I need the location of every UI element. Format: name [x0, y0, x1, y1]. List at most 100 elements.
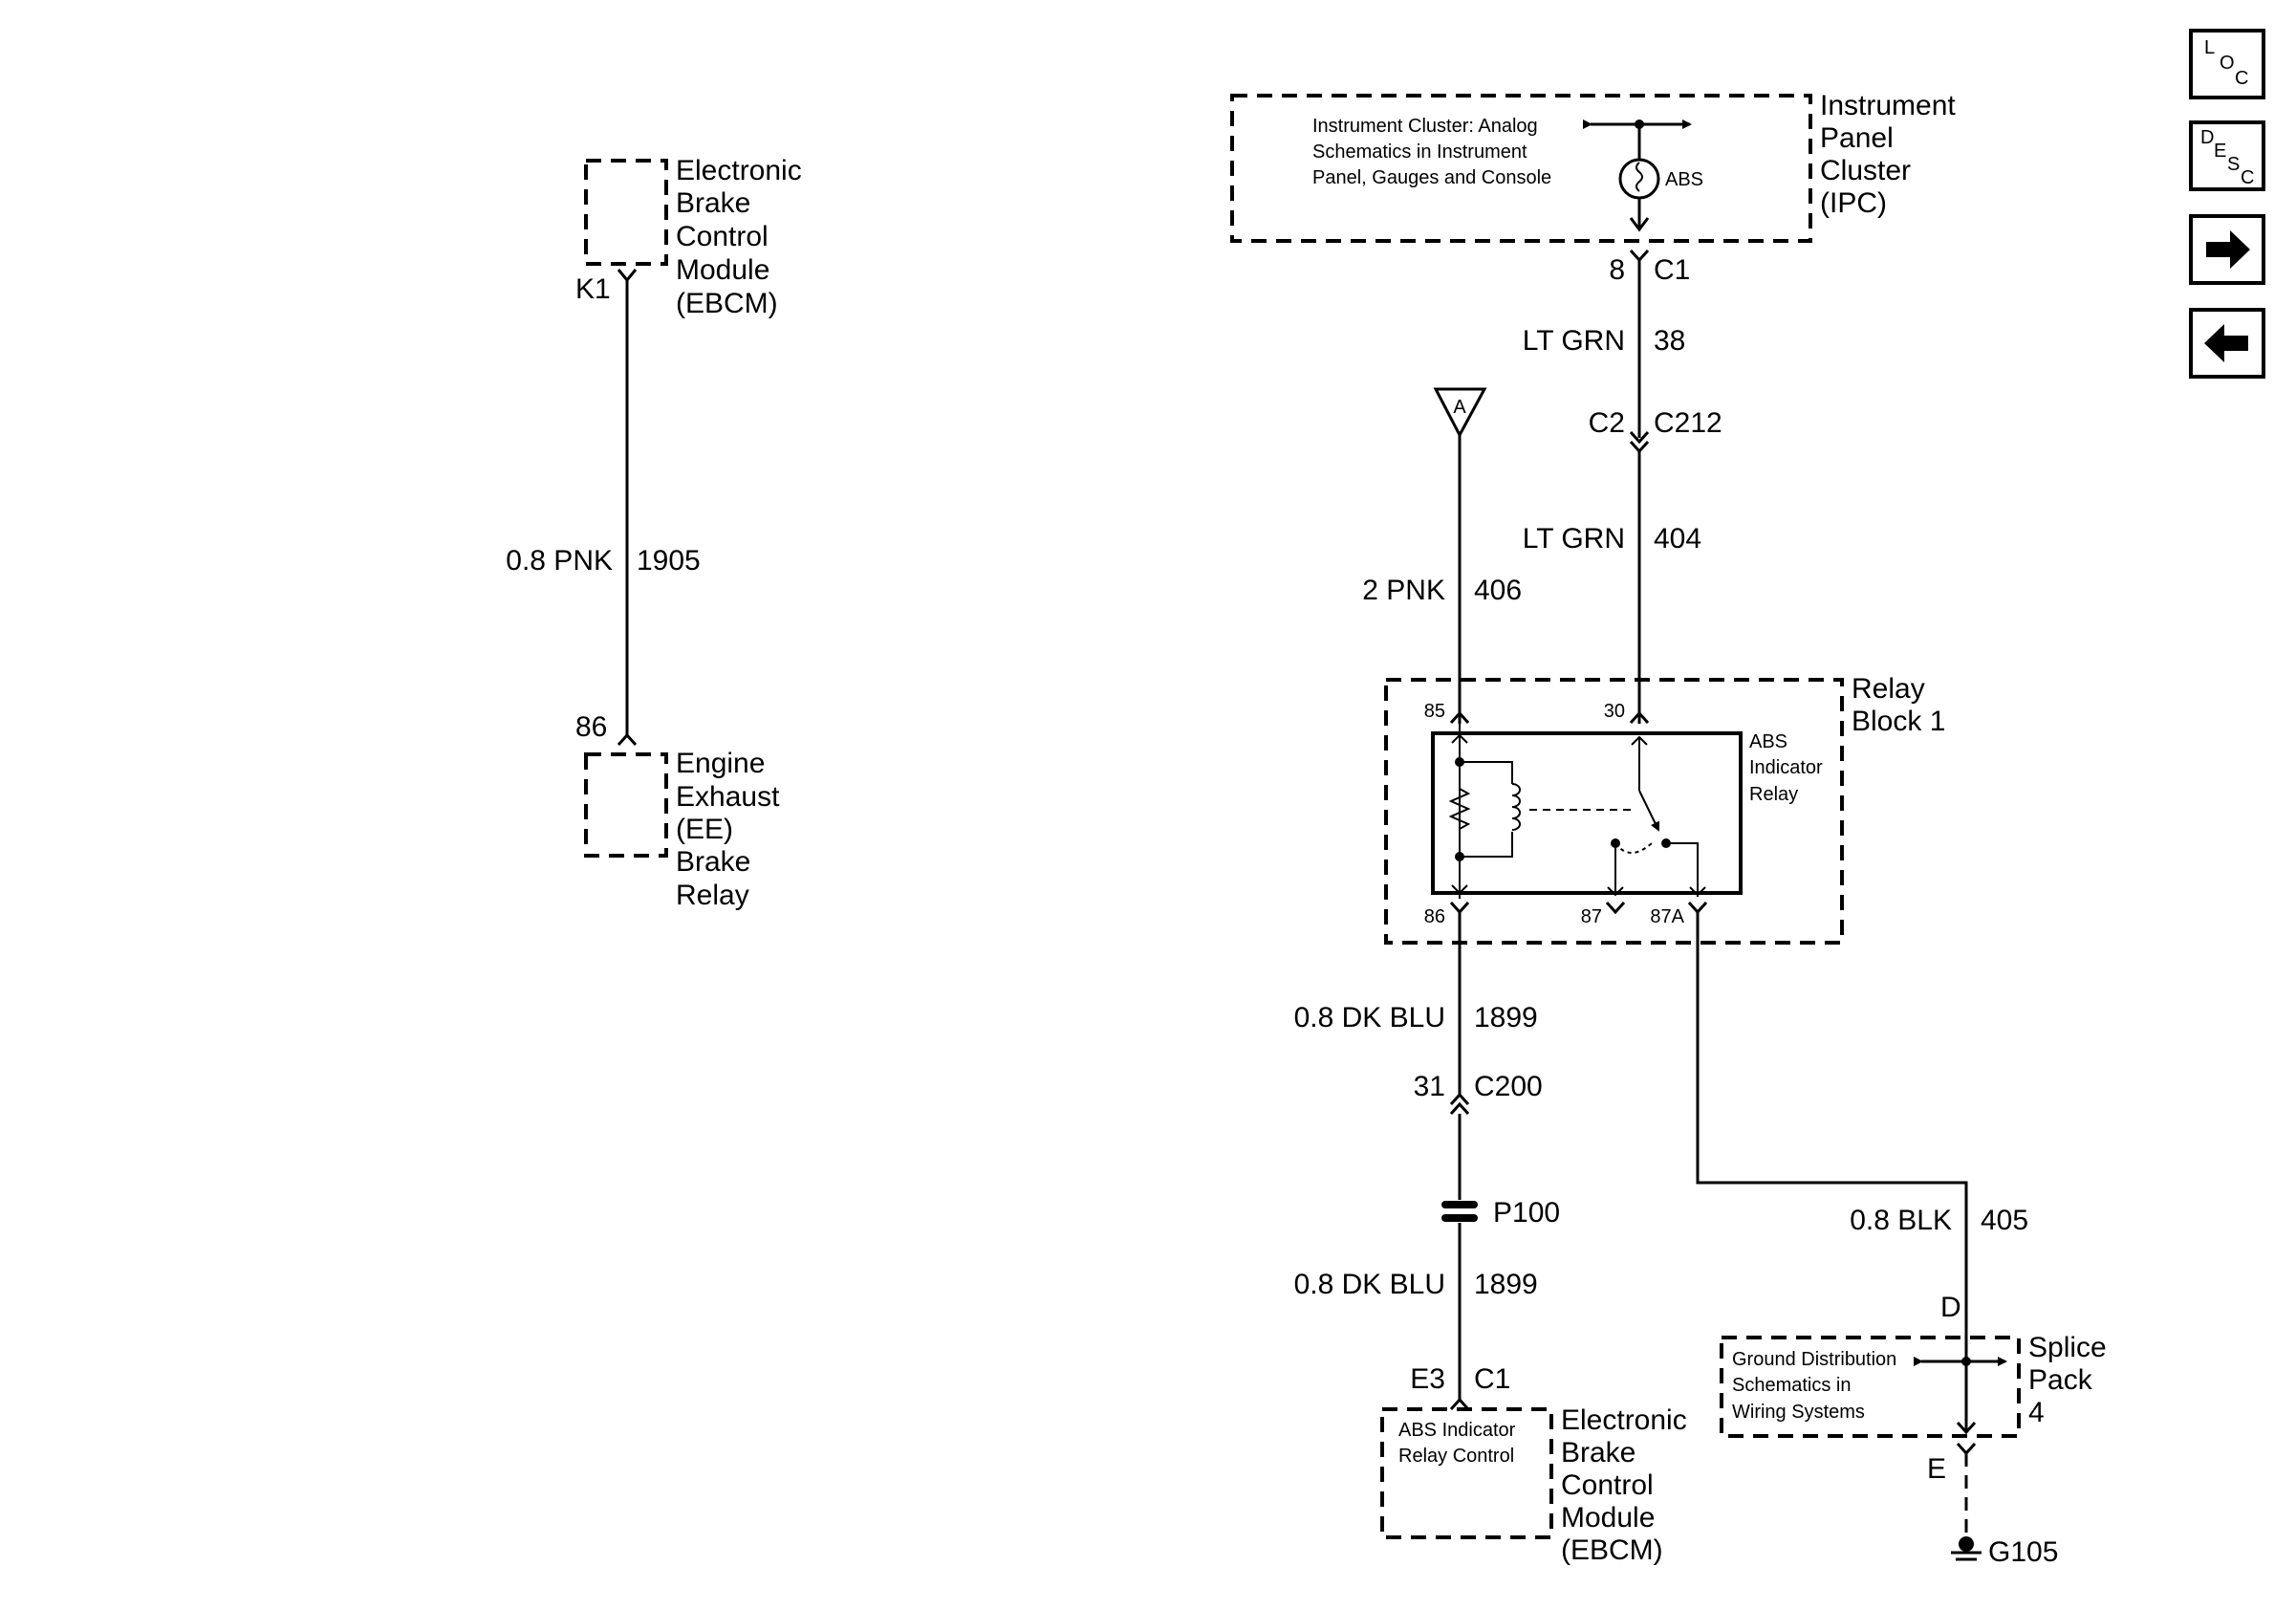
ref-a-triangle [1433, 387, 1487, 439]
ee-relay-box [584, 752, 668, 858]
prev-page-button[interactable] [2189, 308, 2265, 379]
abs-relay-name-2: Indicator [1749, 757, 1823, 778]
ebcm-bottom-name-4: Module [1561, 1502, 1655, 1534]
wire-38-circuit: 38 [1654, 325, 1685, 357]
wire-406-color: 2 PNK [1362, 575, 1445, 606]
ebcm-bottom-connector: C1 [1474, 1363, 1510, 1395]
ipc-name-1: Instrument [1820, 90, 1956, 121]
e3-terminal [1449, 1397, 1470, 1411]
pin-86-terminal [1449, 901, 1470, 915]
ebcm-bottom-pin: E3 [1410, 1363, 1445, 1395]
splice-name-2: Pack [2028, 1364, 2093, 1396]
ipc-name-4: (IPC) [1820, 187, 1887, 219]
wire-405-group: 0.8 BLK 405 D [1696, 912, 2028, 1338]
abs-lamp-icon [1618, 158, 1660, 200]
ebcm-top-name-4: Module [676, 254, 769, 286]
ipc-connector: C1 [1654, 254, 1690, 286]
pin-85-terminal [1449, 710, 1470, 725]
splice-note-2: Schematics in [1732, 1375, 1852, 1396]
splice-note-1: Ground Distribution [1732, 1349, 1896, 1370]
relay-86-terminal [617, 732, 638, 747]
next-page-button[interactable] [2189, 214, 2265, 285]
abs-lamp-label: ABS [1665, 169, 1703, 190]
ebcm-bottom-box [1380, 1407, 1553, 1539]
c200-connector [1449, 1092, 1470, 1116]
pin-87a-terminal [1687, 901, 1708, 915]
c212-pin: C2 [1589, 407, 1625, 439]
wire-38 [1629, 249, 1650, 438]
relay-block-box [1384, 678, 1844, 945]
c212-connector-label: C212 [1654, 407, 1722, 439]
ebcm-top-name-1: Electronic [676, 155, 802, 186]
wire-1899-upper-circuit: 1899 [1474, 1002, 1538, 1033]
relay-pin-30: 30 [1604, 701, 1625, 722]
splice-name-1: Splice [2028, 1332, 2107, 1363]
desc-letter-s: S [2227, 154, 2240, 175]
pin-87-terminal [1605, 901, 1626, 915]
ipc-pin: 8 [1609, 254, 1625, 286]
ebcm-bottom-name-2: Brake [1561, 1437, 1635, 1469]
wire-405-color: 0.8 BLK [1850, 1205, 1952, 1236]
relay-block-name-2: Block 1 [1852, 706, 1945, 737]
ipc-note-1: Instrument Cluster: Analog [1312, 116, 1538, 137]
ipc-note-3: Panel, Gauges and Console [1312, 167, 1551, 188]
loc-letter-l: L [2204, 37, 2215, 58]
ebcm-bottom-name-1: Electronic [1561, 1404, 1687, 1436]
relay-pin-86: 86 [575, 711, 607, 743]
relay-switch-arm [1638, 790, 1659, 832]
relay-pin-86-bottom: 86 [1424, 906, 1445, 927]
relay-pin-87a: 87A [1650, 906, 1684, 927]
wire-405 [1696, 912, 1968, 1338]
coil-resistor [1448, 788, 1471, 830]
desc-letter-d: D [2200, 127, 2214, 148]
abs-relay-name-1: ABS [1749, 731, 1787, 752]
wire-406-group: A 2 PNK 406 [1362, 387, 1522, 724]
wire-1905-color: 0.8 PNK [506, 545, 613, 577]
abs-indicator-relay-body [1431, 731, 1743, 895]
ebcm-top-pin: K1 [575, 273, 611, 305]
splice-pin-e-terminal [1956, 1442, 1977, 1456]
ee-relay-name-5: Relay [676, 880, 749, 911]
relay-pin-85: 85 [1424, 701, 1445, 722]
wire-1899-group: 0.8 DK BLU 1899 31 C200 P100 0.8 DK BLU … [1294, 912, 1560, 1411]
c200-connector-label: C200 [1474, 1071, 1543, 1102]
splice-pack-box [1720, 1336, 2021, 1438]
arrow-right-icon [2206, 230, 2250, 269]
ebcm-bottom: E3 C1 ABS Indicator Relay Control Electr… [1380, 1363, 1687, 1566]
ipc-box [1230, 94, 1812, 243]
ebcm-top-box [584, 159, 668, 266]
wire-1905 [617, 269, 638, 736]
wire-38-color: LT GRN [1523, 325, 1625, 357]
desc-letter-e: E [2214, 141, 2226, 162]
ebcm-bottom-note-2: Relay Control [1398, 1446, 1514, 1467]
ipc-name-3: Cluster [1820, 155, 1911, 186]
relay-pin-87: 87 [1581, 906, 1602, 927]
ground-icon [1951, 1536, 1982, 1561]
ee-relay-name-2: Exhaust [676, 781, 780, 813]
ipc-note-2: Schematics in Instrument [1312, 141, 1527, 163]
arrow-left-icon [2204, 324, 2248, 362]
ebcm-bottom-note-1: ABS Indicator [1398, 1420, 1516, 1441]
splice-note-3: Wiring Systems [1732, 1402, 1865, 1423]
p100-label: P100 [1493, 1197, 1560, 1229]
relay-block-name-1: Relay [1852, 673, 1925, 705]
wire-38-404: 8 C1 LT GRN 38 C2 C212 LT GRN 404 [1523, 249, 1722, 724]
ground-label: G105 [1988, 1536, 2058, 1568]
coil-winding [1511, 783, 1521, 831]
ebcm-top-name-2: Brake [676, 187, 750, 219]
relay-block: Relay Block 1 ABS Indicator Relay 85 30 [1384, 673, 1945, 945]
wire-404-color: LT GRN [1523, 523, 1625, 555]
loc-button[interactable]: L O C [2189, 29, 2265, 99]
desc-button[interactable]: D E S C [2189, 120, 2265, 191]
ipc-section: Instrument Cluster: Analog Schematics in… [1230, 90, 1956, 243]
wire-406-circuit: 406 [1474, 575, 1522, 606]
desc-letter-c: C [2241, 167, 2254, 188]
ebcm-top-name-3: Control [676, 221, 769, 252]
ebcm-bottom-name-3: Control [1561, 1469, 1654, 1501]
ee-relay-name-4: Brake [676, 846, 750, 878]
loc-letter-o: O [2220, 53, 2235, 74]
ref-a-label: A [1453, 397, 1466, 418]
ee-relay-name-1: Engine [676, 748, 765, 779]
wire-404-circuit: 404 [1654, 523, 1701, 555]
